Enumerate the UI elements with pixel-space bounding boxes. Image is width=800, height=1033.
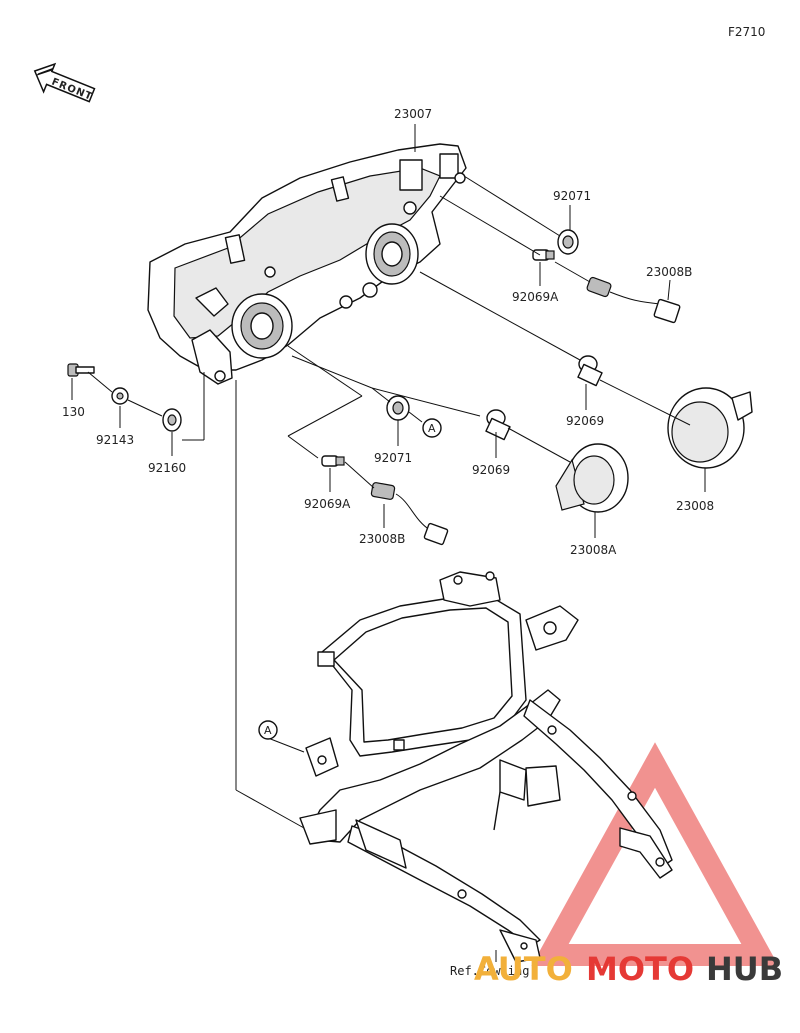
callout-a-lower-text: A [264, 724, 272, 737]
collar-92143 [111, 387, 129, 405]
label-92069a-lower: 92069A [304, 497, 351, 511]
label-92143: 92143 [96, 433, 134, 447]
bulb-left [485, 409, 511, 441]
grommet-upper [557, 229, 579, 255]
grommet-lower [386, 395, 410, 421]
bulb-right [577, 355, 603, 387]
ref-cowling-note: Ref.Cowling [450, 964, 529, 978]
label-92069a-upper: 92069A [512, 290, 559, 304]
label-92071-upper: 92071 [553, 189, 591, 203]
label-92160: 92160 [148, 461, 186, 475]
figure-code: F2710 [728, 25, 765, 39]
label-92069-right: 92069 [566, 414, 604, 428]
label-130: 130 [62, 405, 85, 419]
callout-a-upper: A [422, 418, 442, 438]
socket-harness-lower [370, 482, 449, 546]
bulb-socket-upper [532, 249, 555, 261]
watermark-auto: AUTO [474, 950, 573, 988]
watermark-logo: AUTO MOTO HUB [474, 950, 783, 988]
label-23008b-upper: 23008B [646, 265, 692, 279]
cowling-stay-frame [299, 571, 673, 963]
bulb-socket-lower [321, 455, 345, 467]
part-labels: 23007 92071 92069A 23008B 130 92143 9216… [62, 107, 714, 978]
socket-harness-upper [586, 276, 681, 324]
label-92069-left: 92069 [472, 463, 510, 477]
cap-right [667, 387, 753, 469]
watermark-hub: HUB [706, 950, 783, 988]
screw-130 [67, 363, 95, 377]
callout-a-lower: A [258, 720, 278, 740]
leader-lines [71, 124, 706, 962]
watermark-triangle-icon [531, 742, 779, 966]
label-92071-lower: 92071 [374, 451, 412, 465]
callout-a-upper-text: A [428, 422, 436, 435]
label-23008b-lower: 23008B [359, 532, 405, 546]
watermark-moto: MOTO [586, 950, 694, 988]
label-23008: 23008 [676, 499, 714, 513]
label-23007: 23007 [394, 107, 432, 121]
damper-92160 [162, 408, 182, 432]
cap-left [555, 443, 629, 513]
front-arrow-icon: FRONT [33, 62, 96, 103]
headlight-assembly [147, 143, 467, 385]
label-23008a: 23008A [570, 543, 617, 557]
